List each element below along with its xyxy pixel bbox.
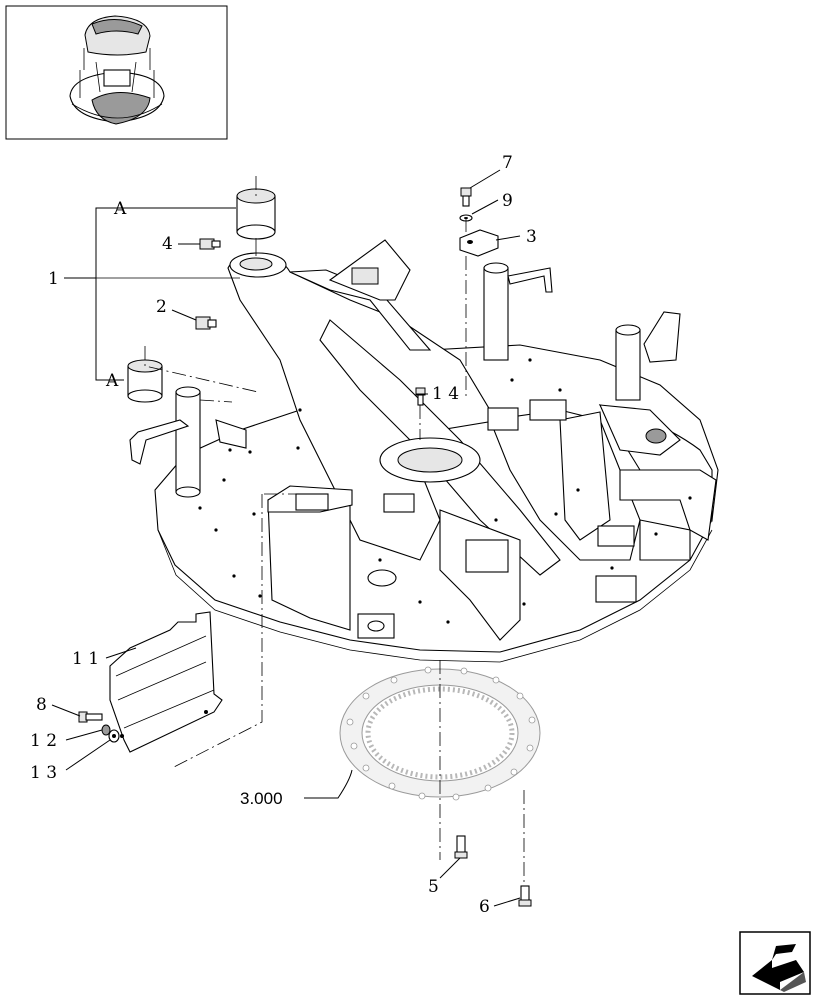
callout-1: 1 [48, 269, 59, 289]
bolt-8[interactable] [78, 711, 103, 723]
post-left [175, 391, 201, 493]
bolt-7[interactable] [460, 187, 472, 207]
cover-plate-11[interactable] [109, 611, 223, 753]
clamp-3[interactable] [459, 229, 499, 257]
washer-12[interactable] [101, 724, 111, 736]
callout-4: 4 [162, 234, 173, 254]
callout-3: 3 [526, 227, 537, 247]
callout-14: 1 4 [432, 384, 459, 404]
post-right [615, 329, 641, 401]
callout-12: 1 2 [30, 731, 57, 751]
bolt-5[interactable] [454, 835, 468, 859]
bolt-14[interactable] [415, 387, 426, 406]
callout-8: 8 [36, 695, 47, 715]
callout-a-top: A [113, 199, 127, 219]
grease-fitting-4[interactable] [199, 238, 221, 250]
washer-13[interactable] [108, 729, 120, 743]
bolt-6[interactable] [518, 885, 532, 907]
callout-2: 2 [156, 297, 167, 317]
bushing-bottom[interactable] [127, 359, 163, 403]
callout-a-bottom: A [105, 371, 119, 391]
post-rear [483, 267, 509, 361]
callout-5: 5 [428, 877, 439, 897]
reference-label[interactable]: 3.000 [240, 789, 283, 808]
callout-9: 9 [502, 191, 513, 211]
leader-lines [51, 169, 525, 907]
bushing-top[interactable] [236, 188, 276, 256]
grease-fitting-2[interactable] [195, 316, 217, 330]
callout-7: 7 [502, 153, 513, 173]
return-arrow-icon[interactable] [739, 931, 811, 995]
upper-frame-assembly [129, 239, 719, 663]
callout-6: 6 [479, 897, 490, 917]
callout-11: 1 1 [72, 649, 99, 669]
callout-13: 1 3 [30, 763, 57, 783]
thumbnail-view[interactable] [5, 5, 228, 140]
